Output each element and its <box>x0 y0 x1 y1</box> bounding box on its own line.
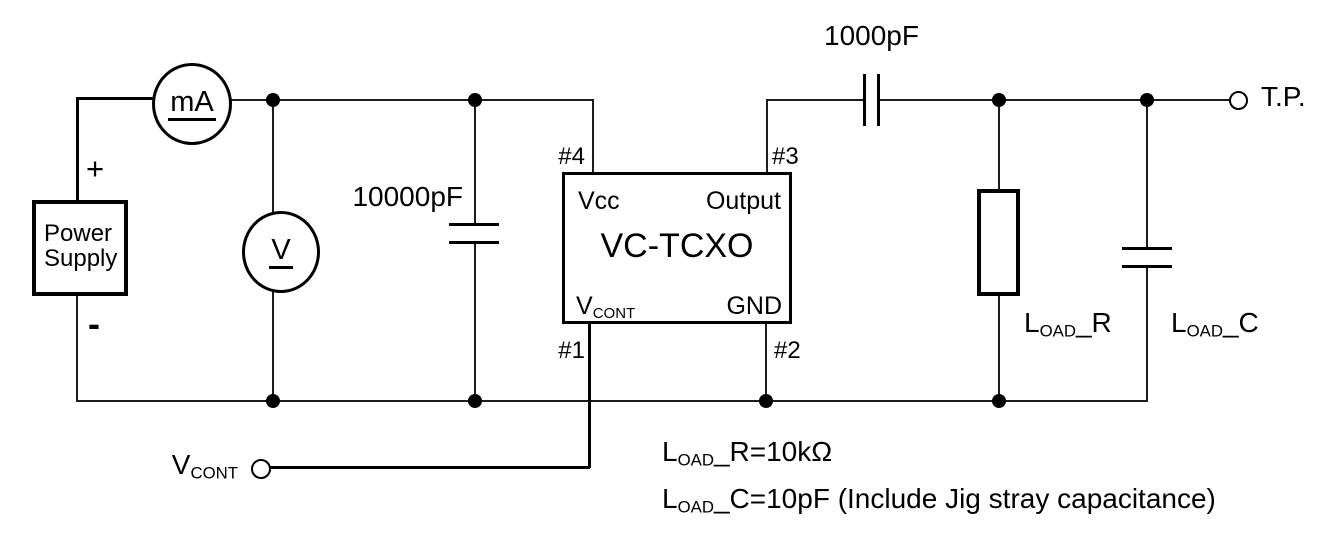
coupling-cap-label: 1000pF <box>824 20 919 51</box>
wire-top-rail-left <box>224 99 594 101</box>
power-supply-label: Power Supply <box>44 221 117 271</box>
note-load-r-value: LOAD_R=10kΩ <box>662 437 832 469</box>
load-resistor <box>977 189 1020 296</box>
junction-dot-load-r-bottom <box>992 394 1006 408</box>
wire-load-r-bottom <box>998 296 1000 401</box>
bypass-cap-plate-top <box>449 223 499 226</box>
pin-vcont-label-main: V <box>576 292 593 320</box>
wire-bypass-cap-bottom <box>474 244 476 401</box>
pin-gnd-label: GND <box>726 292 782 320</box>
power-supply-label-line2: Supply <box>44 245 118 273</box>
voltmeter: V <box>242 211 320 293</box>
junction-dot-load-c-top <box>1140 93 1154 107</box>
minus-sign: - <box>88 303 100 344</box>
wire-ground-rail <box>76 400 1148 402</box>
voltmeter-label: V <box>269 235 293 269</box>
note1-sub: OAD <box>677 450 714 470</box>
plus-sign: + <box>86 151 105 186</box>
wire-load-c-bottom <box>1146 268 1148 401</box>
wire-vcont-lead <box>266 466 590 469</box>
load-resistor-label-rest: _R <box>1075 307 1112 338</box>
load-capacitor-label-main: L <box>1171 307 1187 338</box>
load-cap-plate-bottom <box>1122 265 1172 268</box>
wire-load-c-top <box>1146 100 1148 247</box>
wire-pin3 <box>766 100 768 172</box>
load-resistor-label-main: L <box>1024 307 1040 338</box>
wire-output-rail-b <box>880 99 1229 101</box>
wire-pin1-vcont <box>588 324 591 468</box>
vctcxo-box <box>562 172 792 324</box>
note1-rest: _R=10kΩ <box>713 436 833 467</box>
note2-rest: _C=10pF (Include Jig stray capacitance) <box>713 483 1216 514</box>
pin4-number: #4 <box>558 143 585 170</box>
load-capacitor-label-rest: _C <box>1222 307 1259 338</box>
test-point-label: T.P. <box>1261 81 1306 112</box>
wire-voltmeter-bottom <box>272 286 274 401</box>
pin-vcc-label: Vcc <box>578 187 620 215</box>
test-point-terminal <box>1229 91 1248 110</box>
junction-dot-voltmeter-top <box>266 93 280 107</box>
bypass-cap-label: 10000pF <box>352 181 463 212</box>
load-resistor-label-sub: OAD <box>1039 321 1076 341</box>
note-load-c-value: LOAD_C=10pF (Include Jig stray capacitan… <box>662 484 1216 516</box>
wire-supply-plus-vertical <box>76 98 79 201</box>
wire-bypass-cap-top <box>474 100 476 224</box>
load-capacitor-label-sub: OAD <box>1186 321 1223 341</box>
note2-sub: OAD <box>677 497 714 517</box>
load-capacitor-label: LOAD_C <box>1171 308 1259 340</box>
wire-load-r-top <box>998 100 1000 189</box>
vcont-input-label: VCONT <box>150 450 238 482</box>
power-supply-box <box>32 200 128 296</box>
note2-main: L <box>662 483 678 514</box>
junction-dot-bypass-top <box>468 93 482 107</box>
note1-main: L <box>662 436 678 467</box>
vcont-input-label-sub: CONT <box>190 463 238 483</box>
pin1-number: #1 <box>558 337 585 364</box>
bypass-cap-plate-bottom <box>449 241 499 244</box>
wire-output-rail-a <box>766 99 864 101</box>
pin-vcont-label: VCONT <box>576 293 635 322</box>
junction-dot-gnd-pin <box>759 394 773 408</box>
vcont-input-label-main: V <box>171 449 191 480</box>
pin2-number: #2 <box>774 337 801 364</box>
pin-output-label: Output <box>705 187 781 215</box>
wire-pin4 <box>592 100 594 173</box>
junction-dot-bypass-bottom <box>468 394 482 408</box>
coupling-cap-plate-left <box>863 74 866 126</box>
power-supply-label-line1: Power <box>44 220 113 247</box>
vcont-terminal <box>251 459 271 479</box>
load-cap-plate-top <box>1122 247 1172 250</box>
wire-pin2 <box>765 324 767 401</box>
pin3-number: #3 <box>772 143 799 170</box>
wire-voltmeter-top <box>272 100 274 212</box>
junction-dot-voltmeter-bottom <box>266 394 280 408</box>
ammeter: mA <box>152 63 232 145</box>
vctcxo-name: VC-TCXO <box>600 227 754 265</box>
junction-dot-load-r-top <box>992 93 1006 107</box>
ammeter-label: mA <box>168 87 216 121</box>
coupling-cap-plate-right <box>877 74 880 126</box>
wire-supply-minus-vertical <box>76 296 78 401</box>
wire-supply-plus-horizontal <box>76 97 154 100</box>
load-resistor-label: LOAD_R <box>1024 308 1112 340</box>
pin-vcont-label-sub: CONT <box>592 305 636 323</box>
